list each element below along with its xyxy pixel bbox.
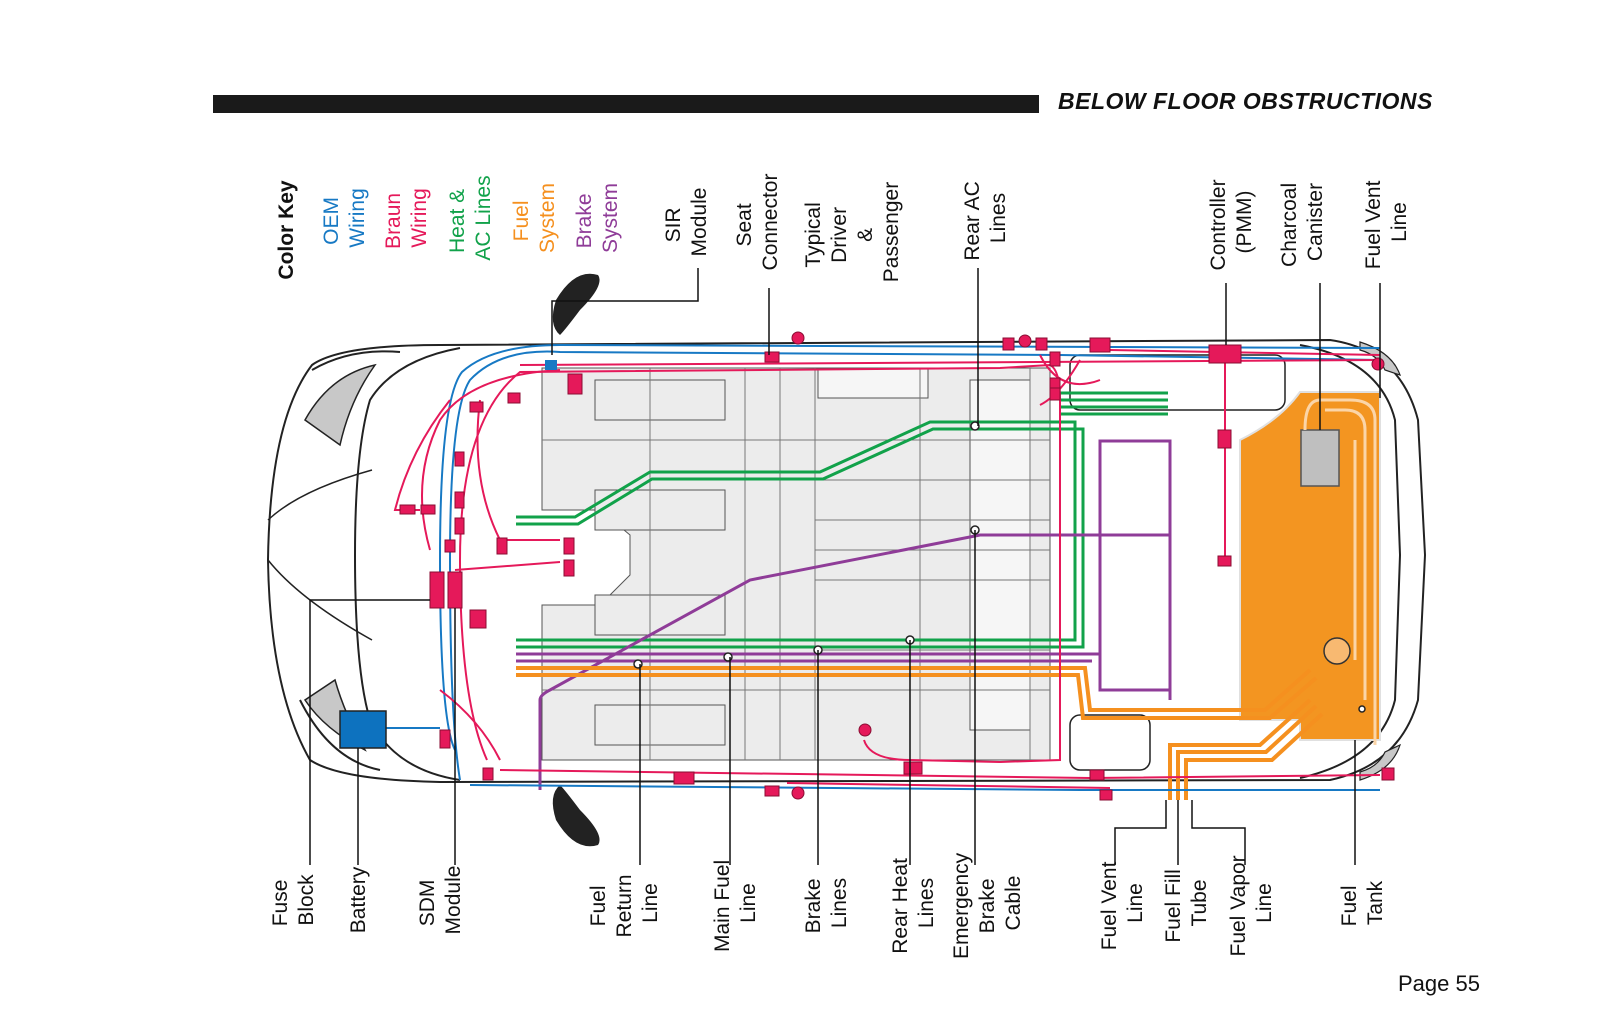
oem-wiring [385, 343, 1381, 791]
battery [339, 710, 387, 749]
label-sdm-module: SDM Module [416, 866, 465, 935]
label-fuel-vent-line-top: Fuel Vent Line [1362, 175, 1411, 270]
charcoal-canister [1300, 429, 1340, 487]
label-controller-pmm: Controller (PMM) [1207, 174, 1256, 271]
color-key-oem-wiring: OEM Wiring [320, 188, 369, 248]
color-key-heat-ac-lines: Heat & AC Lines [446, 175, 495, 260]
label-main-fuel-line: Main Fuel Line [711, 854, 760, 952]
fuel-tank-lines [1303, 398, 1377, 745]
rear-compartment [1069, 714, 1151, 771]
page-title: BELOW FLOOR OBSTRUCTIONS [1058, 88, 1433, 114]
leader-lines [309, 268, 1381, 865]
label-fuse-block: Fuse Block [269, 874, 318, 927]
label-seat-connector: Seat Connector [733, 174, 782, 271]
label-fuel-tank: Fuel Tank [1338, 880, 1387, 927]
label-fuel-vent-line-bottom: Fuel Vent Line [1098, 856, 1147, 951]
title-bar [213, 95, 1039, 113]
label-typical-driver-passenger: Typical Driver & Passenger [802, 182, 903, 282]
label-emergency-brake-cable: Emergency Brake Cable [950, 847, 1025, 959]
color-key-brake-system: Brake System [573, 183, 622, 253]
fuel-pump-icon [1323, 637, 1351, 665]
label-rear-ac-lines: Rear AC Lines [961, 175, 1010, 260]
connector-dots [791, 331, 1385, 800]
heat-ac-lines [516, 391, 1168, 649]
fuel-lines [516, 666, 1324, 800]
brake-lines [516, 439, 1172, 790]
label-charcoal-canister: Charcoal Canister [1278, 177, 1327, 267]
page-number: Page 55 [1398, 971, 1480, 996]
connector-blocks [399, 337, 1395, 801]
label-sir-module: SIR Module [662, 188, 711, 257]
rear-compartment [1069, 354, 1286, 411]
label-fuel-fill-tube: Fuel Fill Tube [1162, 863, 1211, 942]
sir-module-marker [545, 360, 557, 370]
label-rear-heat-lines: Rear Heat Lines [889, 852, 938, 954]
color-key-title: Color Key [275, 180, 298, 280]
label-fuel-vapor-line: Fuel Vapor Line [1227, 849, 1276, 956]
side-mirror [552, 273, 600, 847]
label-fuel-return-line: Fuel Return Line [587, 869, 662, 938]
color-key-fuel-system: Fuel System [510, 183, 559, 253]
label-brake-lines: Brake Lines [802, 873, 851, 934]
color-key-braun-wiring: Braun Wiring [382, 187, 431, 249]
label-battery: Battery [347, 866, 370, 933]
